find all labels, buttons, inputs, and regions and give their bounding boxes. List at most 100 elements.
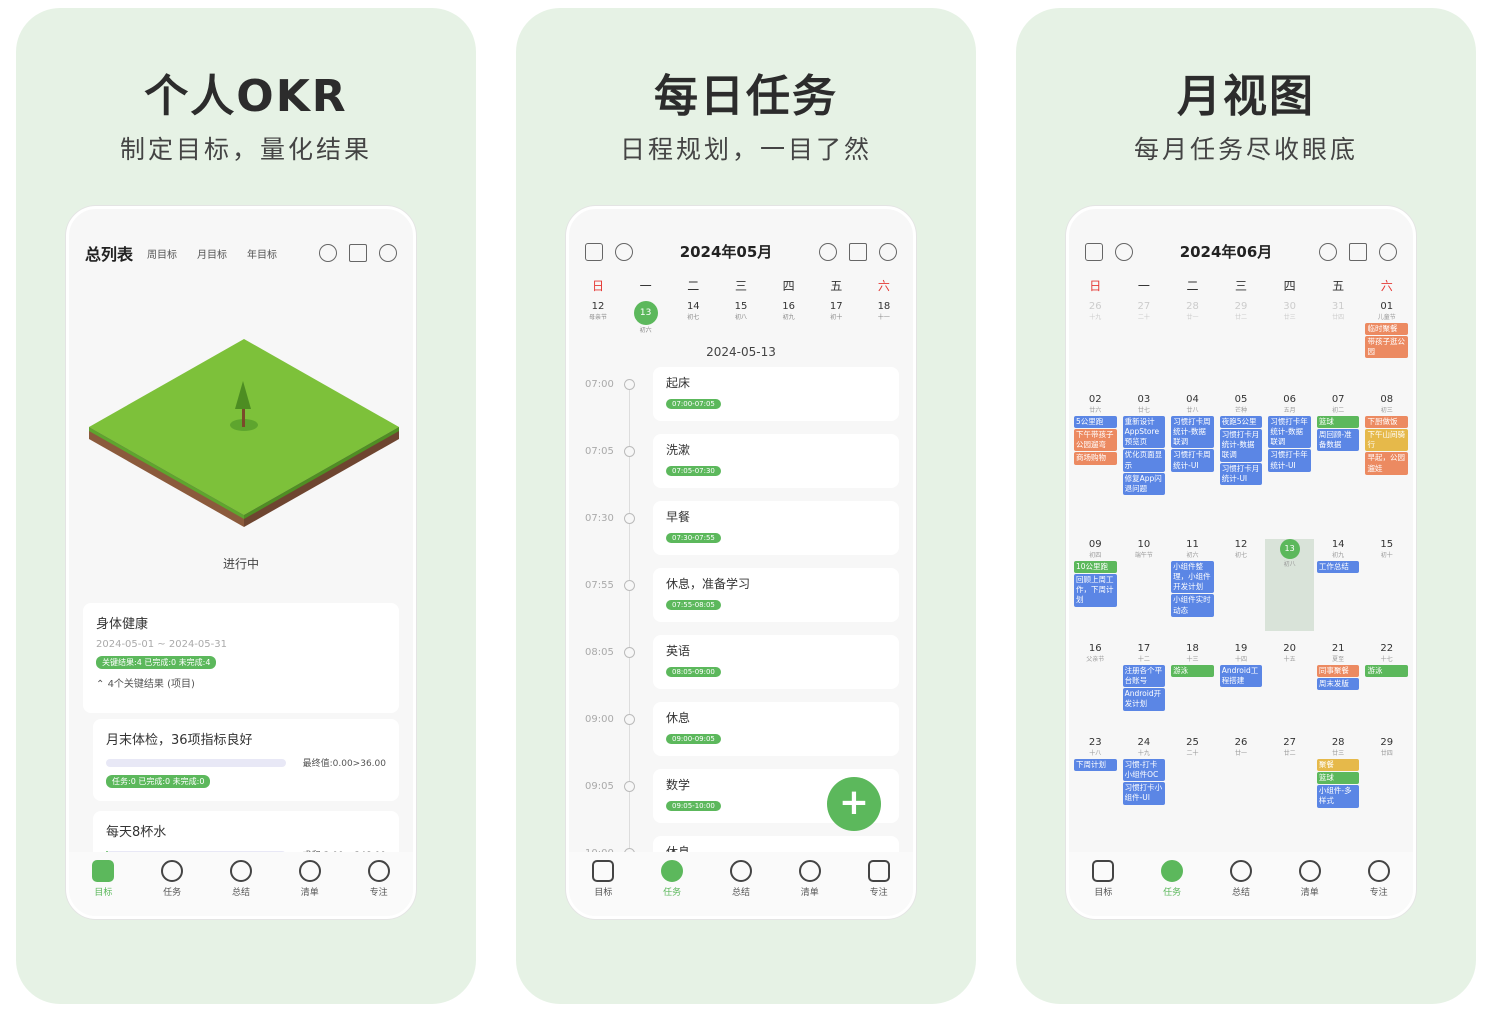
calendar-event[interactable]: 夜跑5公里 xyxy=(1219,416,1263,429)
tab-focus[interactable]: 专注 xyxy=(854,860,904,916)
calendar-event[interactable]: 篮球 xyxy=(1316,772,1360,785)
tab-goals[interactable]: 目标 xyxy=(78,860,128,916)
calendar-event[interactable]: 早起，公园遛娃 xyxy=(1365,452,1409,475)
book-icon[interactable] xyxy=(349,244,367,262)
calendar-event[interactable]: 下午山间骑行 xyxy=(1365,429,1409,452)
calendar-event[interactable]: 工作总结 xyxy=(1316,561,1360,574)
tab-focus[interactable]: 专注 xyxy=(354,860,404,916)
calendar-event[interactable]: 习惯-打卡小组件OC xyxy=(1122,759,1166,782)
search-icon[interactable] xyxy=(615,242,633,261)
calendar-event[interactable]: 下厨做饭 xyxy=(1365,416,1409,429)
calendar-event[interactable]: 习惯打卡月统计-UI xyxy=(1219,462,1263,485)
calendar-event[interactable]: 小组件-多样式 xyxy=(1316,785,1360,808)
calendar-event[interactable]: 游泳 xyxy=(1365,665,1409,678)
calendar-event[interactable]: 小组件实时动态 xyxy=(1171,594,1214,617)
calendar-event[interactable]: 篮球 xyxy=(1316,416,1360,429)
month-title[interactable]: 2024年06月 xyxy=(1179,243,1273,261)
more-icon[interactable] xyxy=(1319,242,1337,261)
calendar-event[interactable]: 习惯打卡年统计-数据联调 xyxy=(1268,416,1311,449)
calendar-event[interactable]: 同事聚餐 xyxy=(1316,665,1360,678)
chevron-icon[interactable]: ⌃ xyxy=(96,679,108,690)
add-task-button[interactable]: + xyxy=(827,777,881,831)
tab-tasks[interactable]: 任务 xyxy=(647,860,697,916)
tab-week[interactable]: 周目标 xyxy=(147,249,178,261)
book-icon[interactable] xyxy=(1349,242,1367,261)
goal-card[interactable]: 身体健康 2024-05-01 ~ 2024-05-31 关键结果:4 已完成:… xyxy=(83,603,399,713)
calendar-event[interactable]: 聚餐 xyxy=(1316,759,1360,772)
calendar-event[interactable]: 带孩子逛公园 xyxy=(1365,336,1409,359)
calendar-event[interactable]: 周末发版 xyxy=(1316,678,1360,691)
tab-summary[interactable]: 总结 xyxy=(1216,860,1266,916)
calendar-event[interactable]: 小组件整理，小组件开发计划 xyxy=(1171,561,1214,594)
kr-card[interactable]: 月末体检，36项指标良好 最终值:0.00>36.00 任务:0 已完成:0 未… xyxy=(93,719,399,801)
settings-icon[interactable] xyxy=(1379,242,1397,261)
tab-tasks[interactable]: 任务 xyxy=(147,860,197,916)
calendar-event[interactable]: 习惯打卡小组件-UI xyxy=(1122,782,1166,805)
calendar-event[interactable]: 商场购物 xyxy=(1074,452,1117,465)
calendar-event[interactable]: 游泳 xyxy=(1171,665,1214,678)
calendar-event[interactable]: 下周计划 xyxy=(1074,759,1117,772)
calendar-event[interactable]: 习惯打卡周统计-数据联调 xyxy=(1171,416,1214,449)
tab-focus[interactable]: 专注 xyxy=(1354,860,1404,916)
tab-tasks[interactable]: 任务 xyxy=(1147,860,1197,916)
calendar-event[interactable]: Android工程搭建 xyxy=(1219,665,1263,688)
calendar-event[interactable]: 下午带孩子公园遛弯 xyxy=(1074,429,1117,452)
calendar-event[interactable]: Android开发计划 xyxy=(1122,688,1166,711)
calendar-event[interactable]: 修复App闪退问题 xyxy=(1122,472,1166,495)
tab-list[interactable]: 清单 xyxy=(785,860,835,916)
calendar-event[interactable]: 习惯打卡月统计-数据联调 xyxy=(1219,429,1263,462)
book-icon[interactable] xyxy=(849,242,867,261)
tab-goals[interactable]: 目标 xyxy=(1078,860,1128,916)
settings-icon[interactable] xyxy=(879,242,897,261)
calendar-event[interactable]: 周回顾-准备数据 xyxy=(1316,429,1360,452)
tab-year[interactable]: 年目标 xyxy=(247,249,278,261)
calendar-event[interactable]: 注册各个平台账号 xyxy=(1122,665,1166,688)
month-title[interactable]: 2024年05月 xyxy=(679,243,773,261)
calendar-event[interactable]: 回顾上周工作，下周计划 xyxy=(1074,574,1117,607)
settings-icon[interactable] xyxy=(379,244,397,262)
more-icon[interactable] xyxy=(319,244,337,262)
calendar-icon[interactable] xyxy=(585,242,603,261)
tab-list[interactable]: 清单 xyxy=(285,860,335,916)
tab-goals[interactable]: 目标 xyxy=(578,860,628,916)
calendar-icon[interactable] xyxy=(1085,242,1103,261)
tab-summary[interactable]: 总结 xyxy=(716,860,766,916)
calendar-event[interactable]: 10公里跑 xyxy=(1074,561,1117,574)
